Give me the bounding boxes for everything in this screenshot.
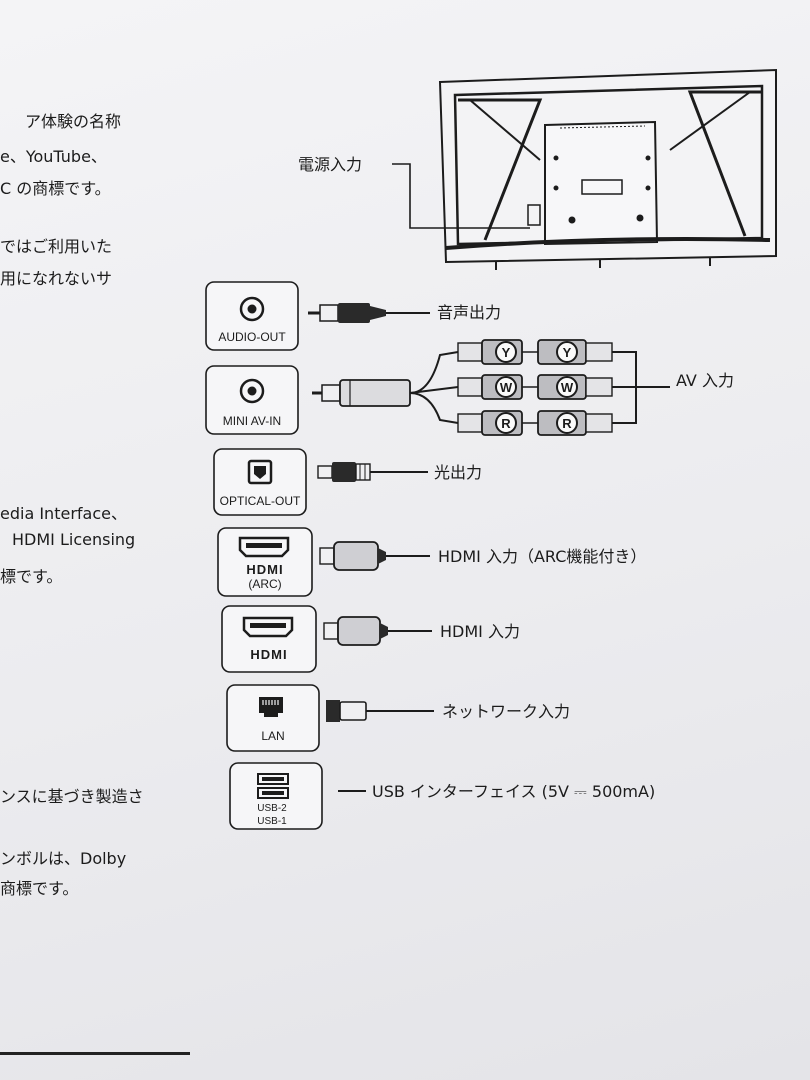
mini-av-in-port-label: MINI AV-IN [223,414,281,428]
hdmi-plug [323,616,432,646]
usb-interface-label: USB インターフェイス (5V ⎓ 500mA) [372,782,655,801]
hdmi-arc-plug [319,541,430,571]
text-line: ンボルは、Dolby [0,849,127,868]
lan-port-label: LAN [261,729,284,743]
rca-white-letter: W [500,380,513,395]
audio-jack-plug [308,303,430,323]
rca-plug-yellow-left: Y [457,339,523,365]
av-bracket [612,351,670,424]
av-cable [312,351,459,424]
rca-plug-red-left: R [457,410,523,436]
tv-back-panel [438,68,777,270]
power-leader-line [392,163,530,229]
footer-rule [0,1052,190,1055]
audio-out-label: 音声出力 [437,303,501,322]
mini-av-in-port: MINI AV-IN [205,365,299,435]
rca-yellow-letter: Y [563,345,572,360]
rca-red-letter: R [562,416,572,431]
text-line: ではご利用いた [0,237,113,256]
optical-out-port-label: OPTICAL-OUT [220,494,301,508]
text-line: edia Interface、 [0,504,127,523]
audio-out-port-label: AUDIO-OUT [218,330,286,344]
text-line: e、YouTube、 [0,147,107,166]
usb2-port-label: USB-2 [257,803,287,814]
lan-port: LAN [226,684,320,752]
hdmi-port: HDMI [221,605,317,673]
text-line: ア体験の名称 [25,112,122,131]
optical-out-port: OPTICAL-OUT [213,448,307,516]
rca-red-letter: R [501,416,511,431]
text-line: 標です。 [0,567,63,586]
text-line: C の商標です。 [0,179,111,198]
text-line: 用になれないサ [0,269,113,288]
lan-plug [326,700,434,722]
optical-plug [317,462,428,482]
hdmi-arc-port: HDMI (ARC) [217,527,313,597]
rca-plug-yellow-right: Y [537,339,613,365]
hdmi-arc-sub-label: (ARC) [248,577,281,591]
hdmi-label: HDMI 入力 [440,622,520,641]
usb-port: USB-2 USB-1 [229,762,323,830]
text-line: HDMI Licensing [12,530,136,549]
rca-white-letter: W [561,380,574,395]
rca-plug-white-right: W [537,374,613,400]
hdmi-arc-label: HDMI 入力（ARC機能付き） [438,547,646,566]
text-line: ンスに基づき製造さ [0,787,144,806]
av-input-label: AV 入力 [676,371,734,390]
network-input-label: ネットワーク入力 [442,702,570,721]
text-line: 商標です。 [0,879,79,898]
hdmi-logo: HDMI [250,647,287,662]
rca-yellow-letter: Y [502,345,511,360]
hdmi-logo: HDMI [246,562,283,577]
rca-plug-white-left: W [457,374,523,400]
usb1-port-label: USB-1 [257,816,287,827]
power-input-label: 電源入力 [298,155,362,174]
optical-out-label: 光出力 [434,463,482,482]
audio-out-port: AUDIO-OUT [205,281,299,351]
rca-plug-red-right: R [537,410,613,436]
